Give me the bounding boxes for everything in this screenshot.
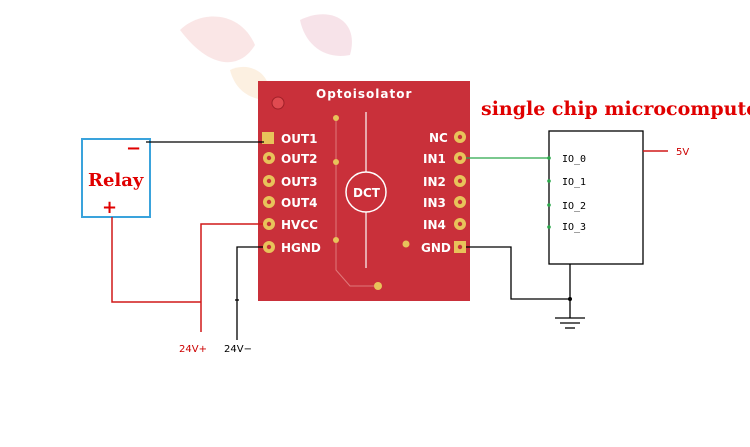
wire-hgnd-24v-minus: [236, 246, 263, 340]
mcu-pin-io1: IO_1: [562, 177, 586, 188]
via: [333, 237, 339, 243]
via: [333, 115, 339, 121]
pin-label-nc: NC: [429, 131, 448, 145]
pin-label-in3: IN3: [423, 196, 446, 210]
gnd-junction: [568, 297, 572, 301]
relay-plus-label: +: [102, 197, 117, 218]
pin-label-in1: IN1: [423, 152, 446, 166]
pin-label-in2: IN2: [423, 175, 446, 189]
optoisolator-board: [258, 81, 470, 301]
board-traces: [335, 118, 378, 287]
mcu-box: [548, 130, 644, 265]
supply-negative-label: 24V−: [224, 344, 252, 355]
mcu-title: single chip microcomputer: [481, 98, 750, 120]
pad-out1: [262, 132, 274, 144]
via: [374, 282, 382, 290]
pin-label-out2: OUT2: [281, 152, 317, 166]
board-title: Optoisolator: [316, 87, 412, 101]
wire-gnd: [466, 246, 570, 300]
mcu-supply-label: 5V: [676, 147, 689, 158]
relay-label: Relay: [88, 170, 144, 191]
relay-box: [81, 138, 151, 218]
mounting-hole: [271, 96, 285, 110]
pin-label-out1: OUT1: [281, 132, 317, 146]
pin-label-out4: OUT4: [281, 196, 317, 210]
via: [333, 159, 339, 165]
pin-label-hgnd: HGND: [281, 241, 321, 255]
wire-hvcc-24v: [200, 223, 263, 332]
mcu-pin-io2: IO_2: [562, 201, 586, 212]
pin-label-out3: OUT3: [281, 175, 317, 189]
mcu-pin-io3: IO_3: [562, 222, 586, 233]
pin-label-hvcc: HVCC: [281, 218, 318, 232]
chip-label: DCT: [353, 186, 381, 200]
supply-positive-label: 24V+: [179, 344, 207, 355]
ground-icon: [555, 317, 585, 329]
mcu-pin-io0: IO_0: [562, 154, 586, 165]
via: [402, 240, 410, 248]
chip-circle: [345, 171, 387, 213]
wire-relay-plus-24v: [111, 217, 201, 303]
pin-label-in4: IN4: [423, 218, 446, 232]
relay-minus-label: −: [126, 138, 141, 159]
pin-label-gnd: GND: [421, 241, 451, 255]
